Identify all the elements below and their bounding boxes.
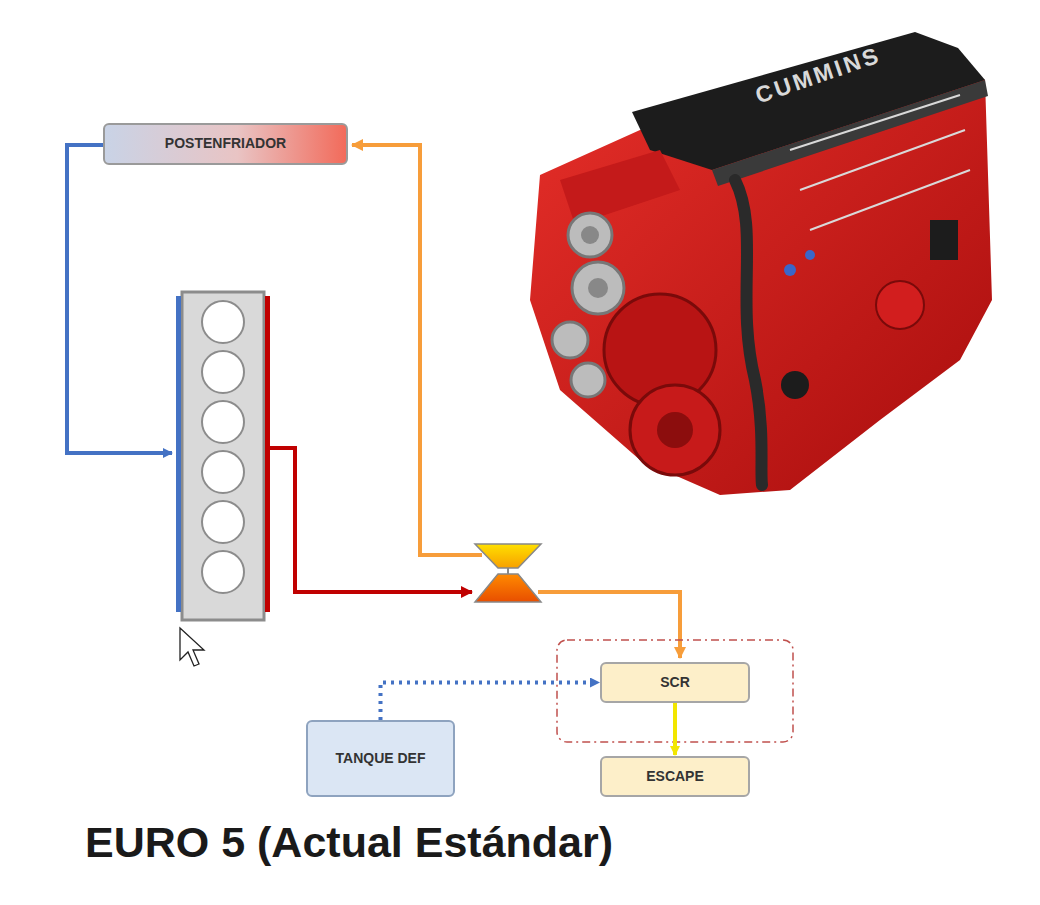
brand-label: CUMMINS [752,41,885,109]
diagram-title: EURO 5 (Actual Estándar) [85,818,613,867]
turbo-compressor [475,544,541,568]
flow-connector [673,703,677,755]
cylinders [202,301,244,593]
process-box: ESCAPE [600,756,750,797]
box-label: POSTENFRIADOR [165,135,286,153]
engine-block [182,292,264,620]
flow-connector [381,683,600,721]
exhaust-manifold [265,296,270,612]
intake-line [67,145,172,453]
intake-manifold [176,296,181,612]
process-box: POSTENFRIADOR [103,123,348,165]
exhaust-line [270,448,472,592]
turbo-turbine [475,574,541,602]
box-label: ESCAPE [646,768,704,786]
mouse-cursor [180,628,204,666]
boost-line [352,145,482,555]
box-label: SCR [660,674,690,692]
exhaust-to-scr-line [538,592,680,658]
process-box: TANQUE DEF [306,720,455,797]
aftertreatment-region [557,640,793,742]
box-label: TANQUE DEF [336,750,426,768]
engine-illustration [530,32,992,495]
process-box: SCR [600,662,750,703]
